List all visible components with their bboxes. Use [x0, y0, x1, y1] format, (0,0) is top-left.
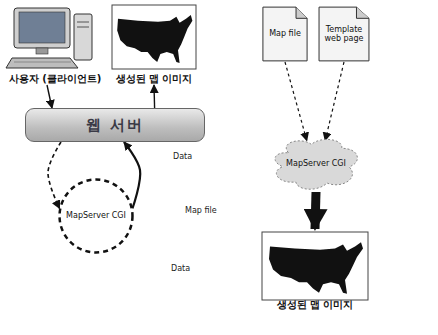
connector — [325, 62, 344, 140]
connector — [47, 85, 52, 108]
connector — [48, 142, 61, 208]
template-doc: Template web page — [318, 6, 370, 62]
map-file-doc: Map file — [262, 6, 308, 62]
node-text: 생성된 맵 이미지 — [255, 299, 375, 311]
node-text: 사용자 (클라이언트) — [5, 73, 105, 85]
map-image — [262, 232, 368, 300]
client-icon: 사용자 (클라이언트) — [5, 3, 105, 85]
connector — [315, 192, 316, 229]
map-image — [112, 5, 196, 69]
node-text: MapServer CGI — [66, 211, 126, 220]
node-text: Template web page — [324, 25, 364, 43]
node-text: Map file — [269, 29, 301, 38]
connector — [285, 62, 307, 140]
cgi-circle: MapServer CGI — [58, 178, 134, 254]
connector — [153, 85, 155, 108]
computer-icon — [6, 8, 92, 68]
map-image-node: 생성된 맵 이미지 — [106, 3, 202, 85]
side-label: Data — [170, 264, 191, 273]
side-label: Data — [172, 152, 193, 161]
node-text: MapServer CGI — [286, 159, 346, 168]
cgi-blob: MapServer CGI — [270, 136, 362, 192]
web-server-box: 웹 서버 — [25, 108, 205, 142]
side-label: Map file — [184, 206, 218, 215]
map-image-node: 생성된 맵 이미지 — [255, 229, 375, 311]
node-text: 웹 서버 — [86, 116, 144, 135]
node-text: 생성된 맵 이미지 — [106, 73, 202, 85]
